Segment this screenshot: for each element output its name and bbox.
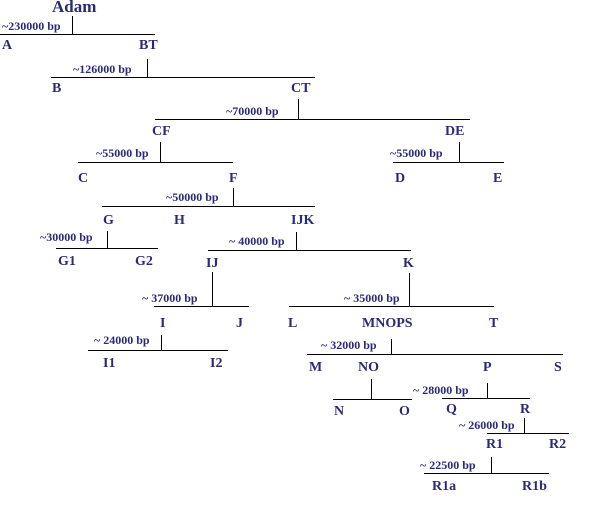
split-age-r1: ~ 22500 bp: [420, 458, 476, 472]
node-R1b: R1b: [522, 479, 547, 494]
node-NO: NO: [358, 360, 379, 375]
node-CF: CF: [152, 124, 171, 139]
branch-line-no: [333, 399, 412, 400]
split-age-cf: ~55000 bp: [96, 146, 149, 160]
branch-line-ijk: [208, 250, 411, 251]
node-MNOPS: MNOPS: [362, 316, 413, 331]
split-age-i: ~ 24000 bp: [94, 333, 150, 347]
node-O: O: [399, 404, 410, 419]
branch-line-k: [289, 306, 494, 307]
stem-line-cf: [160, 142, 161, 162]
split-age-mnops: ~ 32000 bp: [321, 338, 377, 352]
stem-line-r: [524, 418, 525, 433]
branch-line-p: [442, 398, 530, 399]
node-F: F: [229, 171, 238, 186]
stem-line-f: [233, 188, 234, 206]
node-IJK: IJK: [291, 213, 315, 228]
root-label: Adam: [52, 0, 97, 16]
stem-line-g: [107, 231, 108, 248]
node-J: J: [236, 316, 243, 331]
split-age-f: ~50000 bp: [166, 190, 219, 204]
branch-line-ij: [154, 306, 249, 307]
node-CT: CT: [291, 81, 311, 96]
node-A: A: [2, 38, 13, 53]
stem-line-adam: [72, 16, 73, 34]
node-R1: R1: [486, 437, 504, 452]
split-age-bt: ~126000 bp: [73, 62, 132, 76]
node-G: G: [103, 213, 114, 228]
branch-line-cf: [78, 162, 233, 163]
branch-line-g: [56, 248, 158, 249]
split-age-k: ~ 35000 bp: [344, 291, 400, 305]
node-E: E: [493, 171, 503, 186]
stem-line-i: [161, 335, 162, 350]
stem-line-de: [459, 142, 460, 162]
stem-line-p: [487, 383, 488, 398]
stem-line-k: [409, 273, 410, 306]
node-S: S: [554, 360, 562, 375]
node-C: C: [78, 171, 89, 186]
node-K: K: [403, 256, 414, 271]
split-age-p: ~ 28000 bp: [413, 383, 469, 397]
node-G2: G2: [135, 254, 153, 269]
node-DE: DE: [445, 124, 465, 139]
branch-line-de: [393, 162, 504, 163]
branch-line-f: [102, 206, 315, 207]
node-T: T: [489, 316, 499, 331]
node-I2: I2: [210, 356, 223, 371]
node-BT: BT: [139, 38, 158, 53]
stem-line-ct: [298, 99, 299, 119]
node-R2: R2: [549, 437, 567, 452]
branch-line-ct: [155, 119, 470, 120]
node-IJ: IJ: [206, 256, 219, 271]
node-G1: G1: [58, 254, 76, 269]
stem-line-ij: [212, 272, 213, 306]
node-P: P: [483, 360, 492, 375]
node-B: B: [52, 81, 62, 96]
stem-line-mnops: [391, 339, 392, 354]
split-age-r: ~ 26000 bp: [459, 418, 515, 432]
split-age-g: ~30000 bp: [40, 230, 93, 244]
stem-line-no: [371, 379, 372, 399]
branch-line-r: [487, 433, 569, 434]
split-age-ct: ~70000 bp: [226, 104, 279, 118]
split-age-ijk: ~ 40000 bp: [229, 234, 285, 248]
node-H: H: [174, 213, 185, 228]
split-age-ij: ~ 37000 bp: [142, 291, 198, 305]
branch-line-bt: [51, 77, 315, 78]
stem-line-bt: [147, 59, 148, 77]
node-I: I: [160, 316, 166, 331]
split-age-de: ~55000 bp: [390, 146, 443, 160]
node-L: L: [288, 316, 298, 331]
branch-line-mnops: [307, 354, 563, 355]
node-R1a: R1a: [432, 479, 457, 494]
branch-line-i: [88, 350, 228, 351]
branch-line-adam: [0, 34, 155, 35]
stem-line-r1: [491, 457, 492, 473]
node-N: N: [334, 404, 345, 419]
branch-line-r1: [424, 473, 549, 474]
node-M: M: [309, 360, 323, 375]
split-age-adam: ~230000 bp: [2, 19, 61, 33]
node-I1: I1: [103, 356, 116, 371]
node-D: D: [395, 171, 406, 186]
node-Q: Q: [446, 402, 457, 417]
stem-line-ijk: [296, 232, 297, 250]
node-R: R: [520, 402, 531, 417]
